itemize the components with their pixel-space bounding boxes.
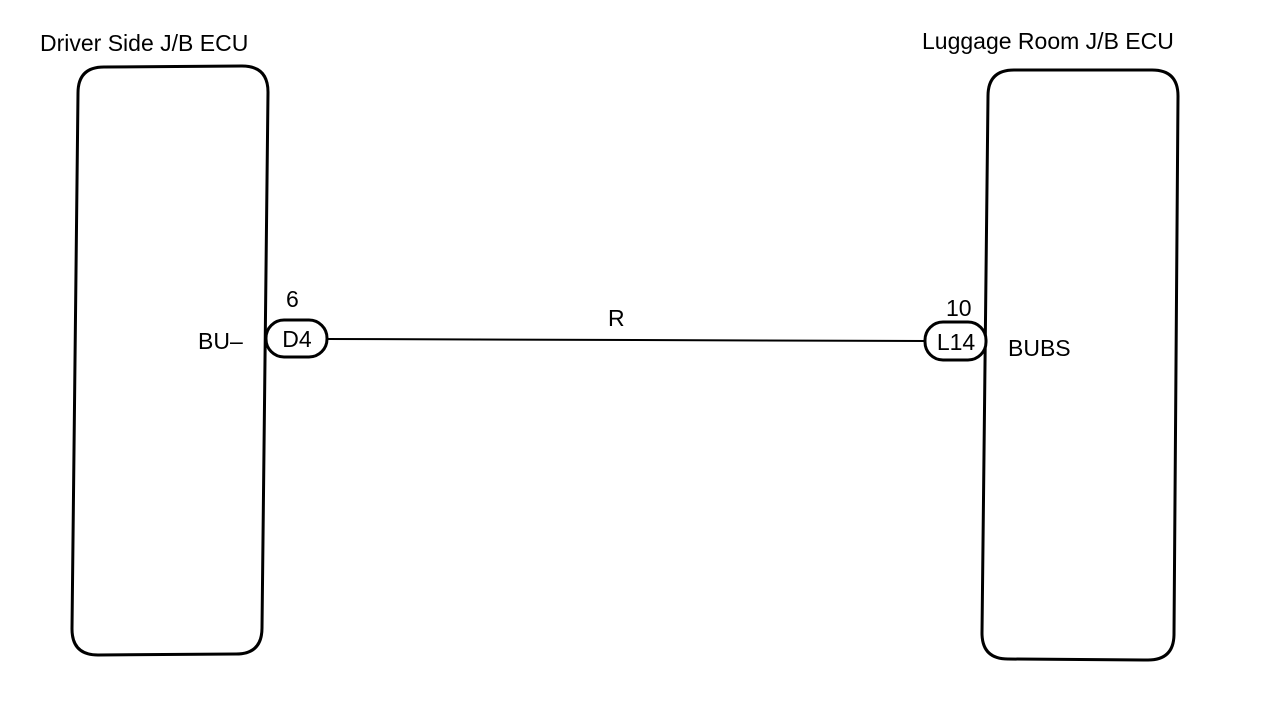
pin-number-10: 10 bbox=[946, 295, 972, 321]
connector-l14: L14 bbox=[923, 320, 988, 362]
connector-d4-label: D4 bbox=[282, 326, 312, 352]
driver-side-jb-ecu-title: Driver Side J/B ECU bbox=[40, 30, 249, 56]
connector-d4: D4 bbox=[264, 318, 329, 359]
pin-number-6: 6 bbox=[286, 286, 299, 312]
luggage-room-jb-ecu-title: Luggage Room J/B ECU bbox=[922, 28, 1174, 54]
terminal-bu-minus-label: BU– bbox=[198, 328, 243, 354]
driver-side-jb-ecu-box bbox=[70, 64, 270, 657]
luggage-room-jb-ecu-box bbox=[980, 68, 1180, 662]
wire-color-label: R bbox=[608, 305, 625, 331]
connector-l14-label: L14 bbox=[937, 329, 976, 355]
wire-r bbox=[326, 338, 927, 342]
terminal-bubs-label: BUBS bbox=[1008, 335, 1071, 361]
